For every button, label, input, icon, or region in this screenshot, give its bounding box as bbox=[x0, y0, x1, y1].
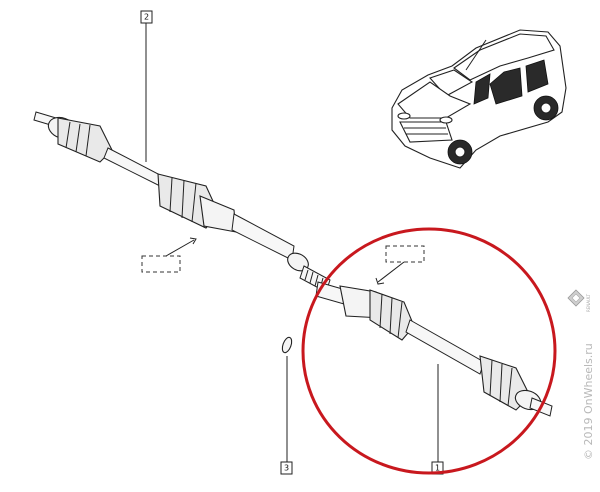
lower-drive-shaft bbox=[315, 281, 553, 417]
vehicle-illustration bbox=[391, 29, 567, 169]
highlight-circle bbox=[301, 227, 557, 475]
o-ring-part bbox=[281, 336, 293, 354]
reference-marker-upper bbox=[141, 237, 197, 273]
watermark-text: © 2019 OnWheels.ru bbox=[582, 343, 595, 460]
renault-diamond-icon: RENAULT bbox=[567, 289, 591, 312]
upper-drive-shaft bbox=[33, 111, 331, 293]
callout-2: 2 bbox=[140, 10, 153, 24]
callout-3-label: 3 bbox=[284, 464, 289, 473]
callout-3: 3 bbox=[280, 461, 293, 475]
callout-1-label: 1 bbox=[435, 464, 440, 473]
logo-text: RENAULT bbox=[586, 293, 591, 312]
callout-2-label: 2 bbox=[144, 13, 149, 22]
reference-marker-lower bbox=[375, 245, 425, 285]
